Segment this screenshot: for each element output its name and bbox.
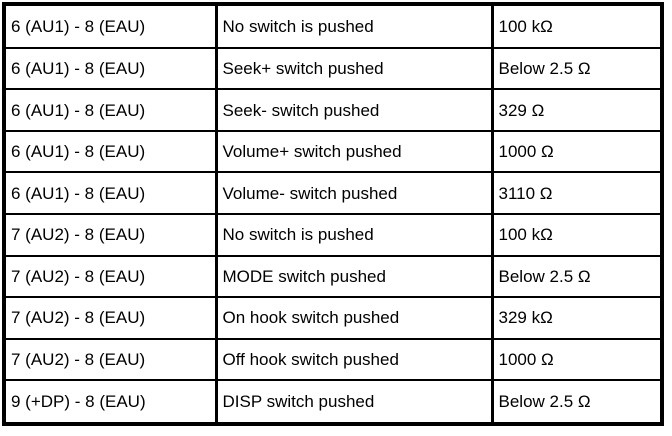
table-row: 9 (+DP) - 8 (EAU) DISP switch pushed Bel… [2,379,664,425]
terminals-cell: 7 (AU2) - 8 (EAU) [2,337,218,382]
condition-cell: MODE switch pushed [214,254,494,299]
value-cell: 1000 Ω [490,337,664,382]
value-cell: 100 kΩ [490,213,664,257]
table-row: 6 (AU1) - 8 (EAU) No switch is pushed 10… [2,3,664,49]
value-cell: Below 2.5 Ω [490,46,664,91]
condition-cell: DISP switch pushed [214,379,494,425]
condition-cell: Volume+ switch pushed [214,129,494,174]
table-row: 7 (AU2) - 8 (EAU) Off hook switch pushed… [2,337,664,382]
terminals-cell: 7 (AU2) - 8 (EAU) [2,213,218,257]
terminals-cell: 6 (AU1) - 8 (EAU) [2,3,218,49]
condition-cell: No switch is pushed [214,3,494,49]
terminals-cell: 7 (AU2) - 8 (EAU) [2,296,218,340]
terminals-cell: 6 (AU1) - 8 (EAU) [2,88,218,132]
value-cell: 329 kΩ [490,296,664,340]
table-row: 6 (AU1) - 8 (EAU) Seek- switch pushed 32… [2,88,664,132]
condition-cell: Seek- switch pushed [214,88,494,132]
terminals-cell: 6 (AU1) - 8 (EAU) [2,129,218,174]
table-row: 7 (AU2) - 8 (EAU) On hook switch pushed … [2,296,664,340]
value-cell: 1000 Ω [490,129,664,174]
value-cell: Below 2.5 Ω [490,379,664,425]
terminals-cell: 7 (AU2) - 8 (EAU) [2,254,218,299]
terminals-cell: 6 (AU1) - 8 (EAU) [2,171,218,215]
condition-cell: No switch is pushed [214,213,494,257]
condition-cell: Volume- switch pushed [214,171,494,215]
condition-cell: On hook switch pushed [214,296,494,340]
table-row: 6 (AU1) - 8 (EAU) Volume+ switch pushed … [2,129,664,174]
table-row: 7 (AU2) - 8 (EAU) No switch is pushed 10… [2,213,664,257]
value-cell: 100 kΩ [490,3,664,49]
table-row: 6 (AU1) - 8 (EAU) Volume- switch pushed … [2,171,664,215]
table-row: 7 (AU2) - 8 (EAU) MODE switch pushed Bel… [2,254,664,299]
value-cell: Below 2.5 Ω [490,254,664,299]
resistance-measurement-table: 6 (AU1) - 8 (EAU) No switch is pushed 10… [2,2,664,426]
condition-cell: Seek+ switch pushed [214,46,494,91]
terminals-cell: 6 (AU1) - 8 (EAU) [2,46,218,91]
value-cell: 3110 Ω [490,171,664,215]
condition-cell: Off hook switch pushed [214,337,494,382]
table-row: 6 (AU1) - 8 (EAU) Seek+ switch pushed Be… [2,46,664,91]
terminals-cell: 9 (+DP) - 8 (EAU) [2,379,218,425]
value-cell: 329 Ω [490,88,664,132]
